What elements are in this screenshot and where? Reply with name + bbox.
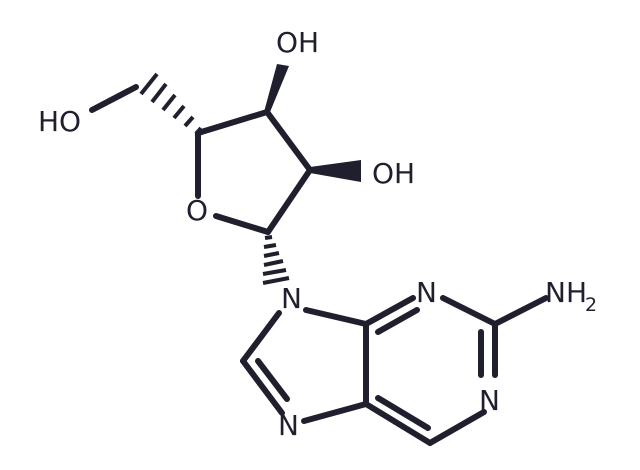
sugar-ring <box>195 109 313 235</box>
bond-c2-c1 <box>265 167 313 235</box>
bond-n7-c5 <box>301 401 369 424</box>
bond-c6-c5-double <box>375 395 431 431</box>
bond-c6-c5 <box>363 401 433 446</box>
hashed-bond-c1-n9 <box>262 235 290 285</box>
label-amine-subscript: 2 <box>585 294 597 316</box>
bond-c2-nh2 <box>492 295 549 327</box>
bond-n9-c4 <box>303 307 369 327</box>
purine-base <box>240 295 549 446</box>
wedge-bond-c3-oh <box>264 64 289 112</box>
hashed-bond-c4-c5 <box>139 72 203 136</box>
label-n1: N <box>479 384 500 417</box>
bond-n9-c8 <box>240 310 282 364</box>
wedge-bond-c2-oh <box>310 160 361 182</box>
bond-c4-n3-double <box>375 307 420 335</box>
bond-c3-c2 <box>264 109 313 173</box>
bond-c8-n7 <box>240 358 285 416</box>
bond-c8-n7-double <box>255 358 290 402</box>
bond-n3-c2 <box>440 295 498 327</box>
bond-c4-c3 <box>195 109 270 136</box>
label-ho-left: HO <box>38 105 81 138</box>
bond-c4-n3 <box>363 295 416 327</box>
label-n9: N <box>281 282 302 315</box>
label-oh-top: OH <box>276 26 319 59</box>
label-ring-oxygen: O <box>186 194 208 227</box>
bond-n1-c6 <box>427 409 487 446</box>
label-n7: N <box>278 409 299 442</box>
label-oh-right: OH <box>372 157 415 190</box>
bond-c5-o5 <box>89 84 139 113</box>
label-amine: NH <box>545 276 587 309</box>
bond-c1-o <box>213 213 271 235</box>
label-n3: N <box>416 276 437 309</box>
